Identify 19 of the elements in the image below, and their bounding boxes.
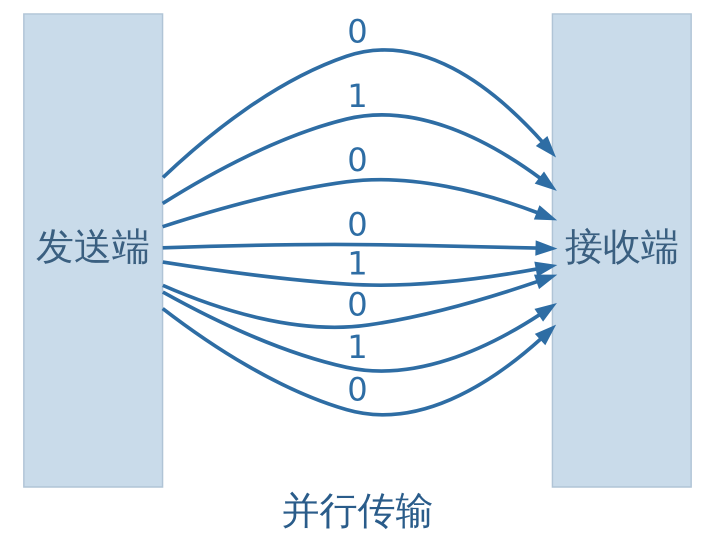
arrow xyxy=(162,260,558,287)
edge-label: 0 xyxy=(347,141,368,180)
arrow xyxy=(162,48,556,179)
edge-label: 1 xyxy=(347,328,368,366)
arrow xyxy=(162,113,557,205)
diagram-title: 并行传输 xyxy=(282,488,434,532)
arrow xyxy=(162,178,558,228)
arrow xyxy=(162,290,557,373)
node-box: 接收端 xyxy=(552,13,692,488)
arrow xyxy=(162,240,558,256)
edge-label: 0 xyxy=(347,205,368,244)
edge-label: 0 xyxy=(347,370,368,408)
edge-label: 1 xyxy=(347,76,368,115)
arrow xyxy=(162,307,556,417)
arrow xyxy=(162,274,558,330)
node-box: 发送端 xyxy=(23,13,164,488)
edge-label: 0 xyxy=(347,286,368,324)
edge-label: 1 xyxy=(347,244,368,283)
edge-label: 0 xyxy=(347,12,368,51)
